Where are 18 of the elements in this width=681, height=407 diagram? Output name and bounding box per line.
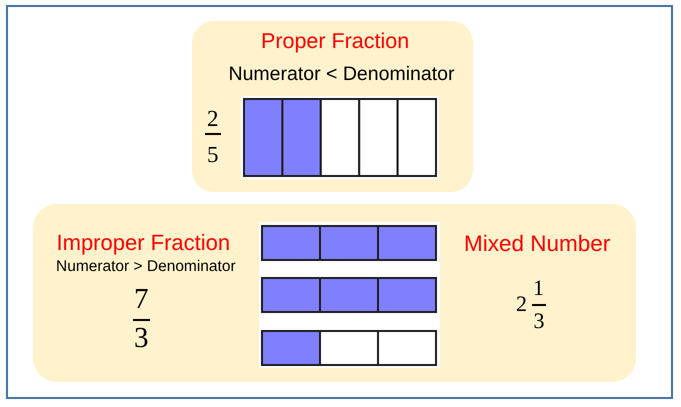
denominator: 3 <box>134 323 148 355</box>
panel-heading: Mixed Number <box>464 232 610 257</box>
subheading: Numerator < Denominator <box>228 64 454 86</box>
numerator: 7 <box>134 284 148 316</box>
fraction-bar <box>243 98 437 177</box>
numerator: 2 <box>207 106 218 131</box>
whole-number: 2 <box>516 292 527 316</box>
fraction-bar <box>261 277 437 313</box>
denominator: 3 <box>534 309 544 334</box>
panel-heading: Improper Fraction <box>56 230 230 255</box>
subheading: Numerator > Denominator <box>56 258 236 275</box>
panel-heading: Proper Fraction <box>261 30 410 54</box>
rounded-panel <box>192 21 473 192</box>
rounded-panel <box>33 204 636 382</box>
denominator: 5 <box>207 142 218 167</box>
fraction-bar <box>261 330 437 366</box>
fraction-bar <box>261 225 437 261</box>
numerator: 1 <box>533 276 544 300</box>
